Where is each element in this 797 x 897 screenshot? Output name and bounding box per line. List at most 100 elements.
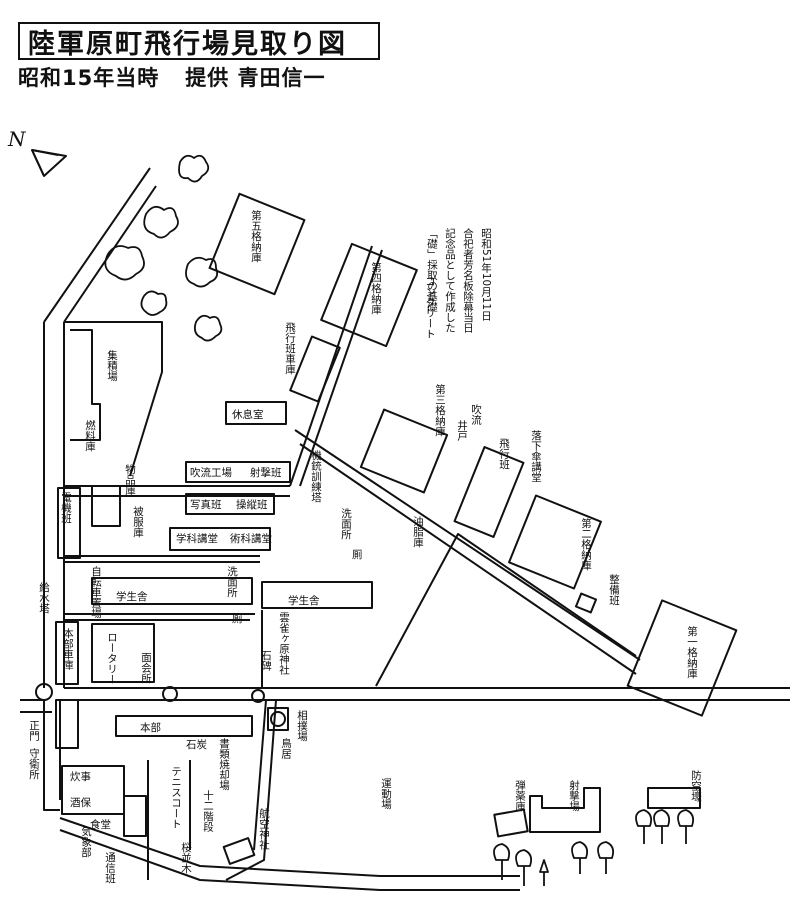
rest-room	[225, 401, 287, 425]
aviation-shrine	[222, 837, 256, 865]
flight-squad-garage	[289, 335, 341, 403]
hangar-4	[320, 242, 418, 348]
north-arrow-icon	[31, 149, 67, 177]
map-label: 燃料庫	[84, 419, 96, 452]
map-label: 給水塔	[38, 581, 50, 614]
rotary-east	[251, 689, 265, 703]
map-label: 第四格納庫	[370, 261, 382, 315]
hangar-1	[626, 599, 738, 717]
map-header: 陸軍原町飛行場見取り図 昭和15年当時 提供 青田信一	[14, 22, 394, 92]
north-block	[64, 321, 163, 477]
map-label: 「礎」採取の基礎	[426, 228, 438, 312]
sumo-ring	[267, 707, 289, 731]
shooting-range	[529, 787, 601, 833]
map-label: 吹流工場	[190, 466, 232, 479]
hq-garage	[55, 621, 79, 685]
map-label: 被服庫	[132, 505, 144, 538]
tree-cluster-north	[104, 154, 223, 342]
hangar-2	[508, 494, 602, 590]
map-label: 洗面所	[226, 566, 238, 598]
map-label: 炊事	[70, 770, 91, 783]
goods-depot	[91, 485, 121, 527]
map-label: 本部車庫	[62, 627, 74, 671]
map-label: 航空神社	[258, 807, 270, 851]
map-subtitle: 昭和15年当時 提供 青田信一	[18, 62, 326, 92]
map-label: 雲雀ヶ原神社	[278, 612, 290, 676]
map-label: 飛行班	[498, 438, 510, 470]
map-title: 陸軍原町飛行場見取り図	[28, 28, 347, 60]
map-label: 術科講堂	[230, 532, 272, 545]
map-label: 弾薬庫	[514, 779, 526, 812]
mess-hall	[123, 795, 147, 837]
map-label: 食堂	[90, 818, 111, 831]
map-label: 学生舎	[288, 594, 320, 607]
map-label: コンクリート	[424, 276, 436, 339]
road-south	[64, 613, 255, 621]
map-label: 本部	[140, 721, 161, 734]
map-label: 学生舎	[116, 590, 148, 603]
map-label: 厠	[232, 613, 243, 625]
map-label: 通信班	[104, 852, 116, 884]
air-raid-shelter	[647, 787, 701, 809]
rotary-center	[162, 686, 178, 702]
east-road-south	[225, 699, 277, 881]
map-label: 写真班	[190, 498, 222, 511]
map-label: 吹流	[470, 403, 482, 426]
map-label: 操縦班	[236, 498, 268, 511]
map-label: 書類焼却場	[218, 737, 230, 791]
south-west-road	[43, 700, 61, 811]
map-label: 気象部	[80, 825, 92, 858]
main-road	[64, 687, 790, 701]
map-label: 第二格納庫	[580, 517, 592, 571]
map-label: 井戸	[456, 419, 468, 442]
gate-roads	[20, 699, 52, 713]
maintenance-squad	[574, 592, 598, 614]
subtitle-credit: 提供 青田信一	[185, 66, 326, 90]
field-triangle	[375, 533, 637, 687]
electric-squad	[57, 487, 81, 559]
map-label: 洗面所	[340, 508, 352, 540]
map-label: 機銃訓練塔	[310, 449, 322, 503]
map-label: 記念品として作成した	[444, 227, 456, 333]
map-label: 厠	[352, 549, 363, 561]
map-label: 集積場	[106, 349, 118, 382]
map-label: ロータリー	[106, 632, 118, 685]
map-label: 面会所	[140, 652, 152, 684]
map-label: 防空壕	[690, 769, 702, 801]
map-label: 落下傘講堂	[530, 430, 542, 483]
map-label: 石碑	[260, 650, 272, 672]
map-label: 相撲場	[296, 709, 308, 742]
map-label: 射撃場	[568, 779, 580, 812]
map-label: 合祀者芳名板除幕当日	[462, 227, 474, 333]
sumo-ring-circle	[270, 711, 286, 727]
hangar-5	[208, 192, 306, 296]
map-label: 第一格納庫	[686, 625, 698, 679]
road-mid	[64, 555, 260, 563]
ammo-depot	[493, 808, 529, 838]
map-label: 守衛所	[28, 747, 40, 780]
hangar-3	[359, 408, 449, 494]
map-label: 十二階段	[202, 789, 214, 833]
map-label: 運動場	[380, 778, 392, 810]
map-label: 休息室	[232, 408, 264, 421]
map-label: テニスコート	[170, 766, 182, 829]
student-dorm-east	[261, 581, 373, 609]
map-label: 石炭	[186, 739, 207, 751]
diagonal-road-east	[294, 429, 641, 675]
south-road	[59, 817, 520, 891]
map-label: 整備班	[608, 573, 620, 606]
map-label: 飛行班車庫	[284, 322, 296, 375]
map-label: 射撃班	[250, 466, 282, 479]
map-label: 自転車置場	[90, 565, 102, 619]
tennis-road	[147, 760, 191, 880]
subtitle-date: 昭和15年当時	[18, 66, 160, 90]
map-label: 第五格納庫	[250, 209, 262, 263]
classroom-block	[169, 527, 271, 551]
map-label: 酒保	[70, 796, 91, 809]
map-label: 桜並木	[180, 841, 192, 874]
photo-squad	[185, 493, 275, 515]
map-label: 昭和51年10月11日	[480, 228, 492, 321]
fuel-depot-block	[70, 329, 101, 441]
